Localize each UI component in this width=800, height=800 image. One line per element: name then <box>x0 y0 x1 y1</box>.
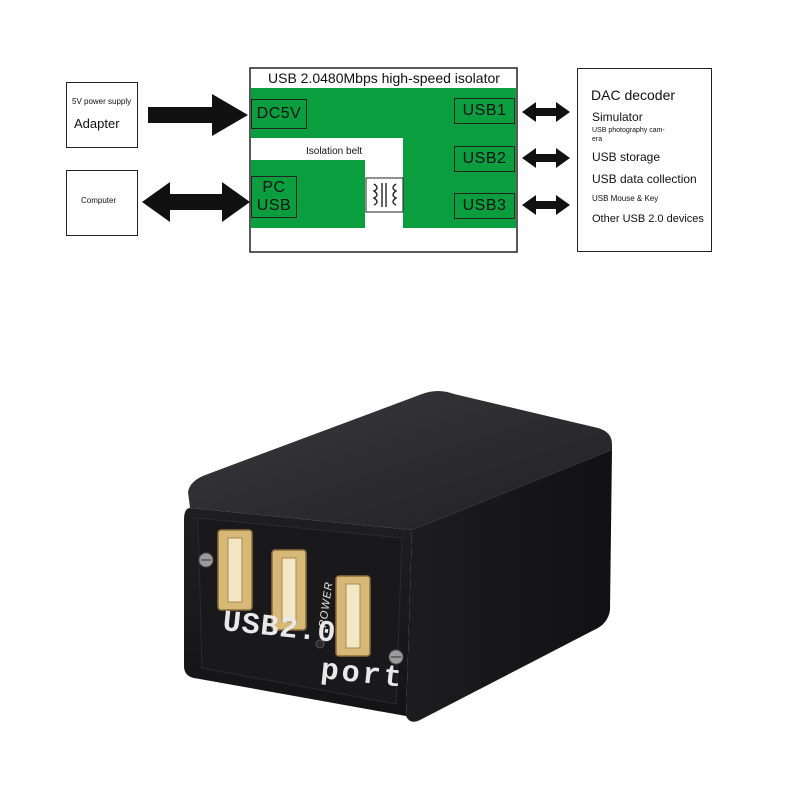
isolator-title: USB 2.0480Mbps high-speed isolator <box>268 70 500 86</box>
device-item-other: Other USB 2.0 devices <box>592 213 704 225</box>
device-item-data-collection: USB data collection <box>592 172 697 186</box>
computer-box: Computer <box>66 170 138 236</box>
usb1-port: USB1 <box>454 98 515 124</box>
usb3-port: USB3 <box>454 193 515 219</box>
device-item-storage: USB storage <box>592 150 661 164</box>
device-item-camera-line2: era <box>592 136 603 143</box>
power-led-icon <box>315 639 325 649</box>
usb1-double-arrow-icon <box>522 102 570 122</box>
device-item-camera-line1: USB photography cam- <box>592 127 665 134</box>
power-arrow-icon <box>148 94 248 136</box>
dc5v-port-label: DC5V <box>256 105 302 122</box>
devices-title: DAC decoder <box>591 87 676 103</box>
dc5v-port: DC5V <box>251 99 307 129</box>
usb3-port-label: USB3 <box>462 197 507 214</box>
usb2-port-label: USB2 <box>462 150 507 167</box>
usb1-port-label: USB1 <box>462 102 507 119</box>
computer-label: Computer <box>81 196 117 205</box>
power-supply-small-label: 5V power supply <box>72 97 132 106</box>
pcb-green-area <box>251 88 516 228</box>
pc-usb-port-line2: USB <box>256 197 292 214</box>
power-supply-large-label: Adapter <box>74 116 120 131</box>
isolation-belt-label: Isolation belt <box>306 146 363 157</box>
device-item-mouse-key: USB Mouse & Key <box>592 194 659 203</box>
usb3-double-arrow-icon <box>522 195 570 215</box>
usb-isolator-product-photo: POWER USB2.0 port <box>184 391 612 722</box>
device-item-simulator: Simulator <box>592 110 643 124</box>
case-top-face <box>188 391 612 530</box>
usb-port-3 <box>335 575 371 657</box>
transformer-icon <box>365 177 404 213</box>
usb-port-1 <box>217 529 253 611</box>
case-side-face <box>406 450 612 722</box>
pc-usb-port-line1: PC <box>262 179 286 196</box>
usb2-port: USB2 <box>454 146 515 172</box>
screw-icon <box>388 649 404 665</box>
usb-devices-box: DAC decoder Simulator USB photography ca… <box>577 68 712 252</box>
screw-icon <box>198 552 214 568</box>
power-supply-box: 5V power supply Adapter <box>66 82 138 148</box>
usb-port-2 <box>271 549 307 631</box>
usb2-double-arrow-icon <box>522 148 570 168</box>
computer-double-arrow-icon <box>142 182 250 222</box>
pc-usb-port: PC USB <box>251 176 297 218</box>
